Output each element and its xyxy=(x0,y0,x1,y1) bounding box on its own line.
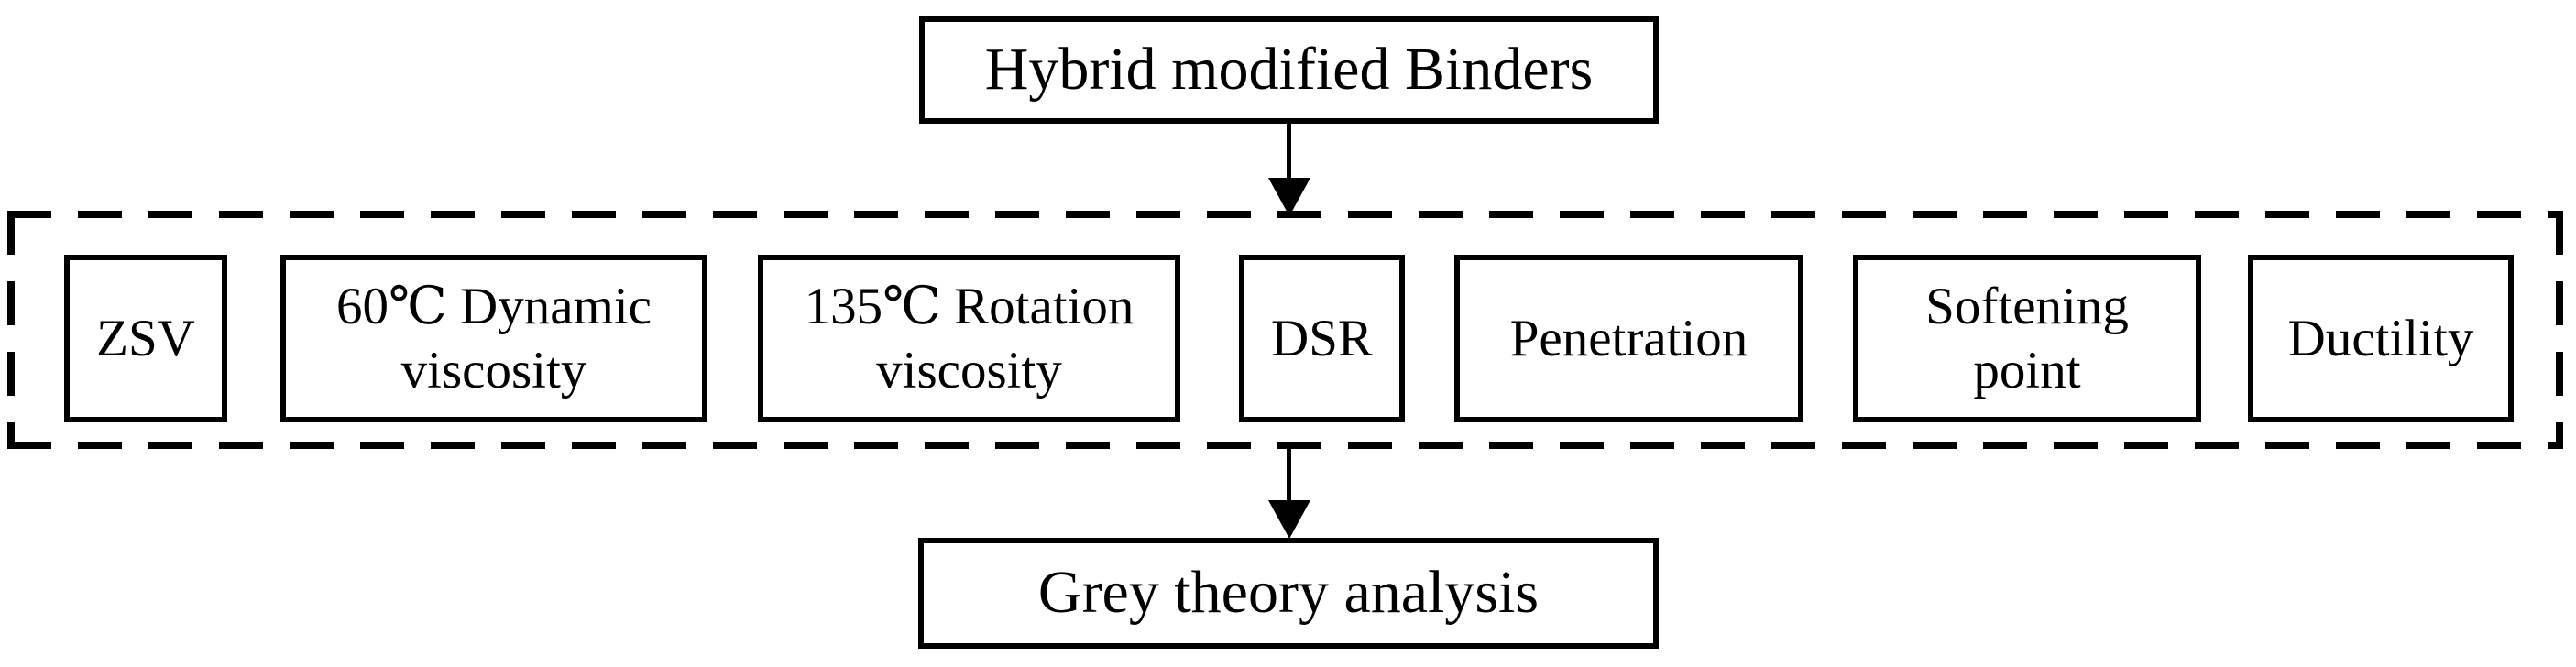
dashed-border-top xyxy=(7,211,2563,218)
test-box-dsr: DSR xyxy=(1239,255,1405,422)
source-node-box: Hybrid modified Binders xyxy=(919,16,1659,124)
dashed-border-right xyxy=(2556,211,2563,449)
test-box-softening-point-label: Softening point xyxy=(1925,277,2129,399)
dashed-border-left xyxy=(7,211,15,449)
test-box-rotation-viscosity-label: 135℃ Rotation viscosity xyxy=(804,277,1135,399)
test-box-rotation-viscosity: 135℃ Rotation viscosity xyxy=(758,255,1180,422)
test-box-ductility: Ductility xyxy=(2248,255,2514,422)
arrow-stem xyxy=(1287,448,1291,503)
down-arrow-icon xyxy=(1268,448,1310,539)
down-arrow-icon xyxy=(1268,124,1310,216)
test-box-softening-point: Softening point xyxy=(1853,255,2201,422)
result-node-label: Grey theory analysis xyxy=(1037,559,1540,627)
arrow-head xyxy=(1268,178,1310,216)
arrow-stem xyxy=(1287,124,1291,180)
test-box-dynamic-viscosity-label: 60℃ Dynamic viscosity xyxy=(336,277,652,399)
dashed-border-bottom xyxy=(7,442,2563,449)
test-group-dashed-frame xyxy=(7,211,2563,449)
test-box-penetration-label: Penetration xyxy=(1509,309,1748,367)
test-box-zsv: ZSV xyxy=(64,255,227,422)
result-node-box: Grey theory analysis xyxy=(918,538,1659,649)
test-box-penetration: Penetration xyxy=(1454,255,1803,422)
test-box-zsv-label: ZSV xyxy=(96,309,195,367)
test-box-dynamic-viscosity: 60℃ Dynamic viscosity xyxy=(280,255,707,422)
test-box-ductility-label: Ductility xyxy=(2287,309,2474,367)
arrow-head xyxy=(1268,500,1310,539)
test-box-dsr-label: DSR xyxy=(1271,309,1373,367)
source-node-label: Hybrid modified Binders xyxy=(984,36,1594,104)
